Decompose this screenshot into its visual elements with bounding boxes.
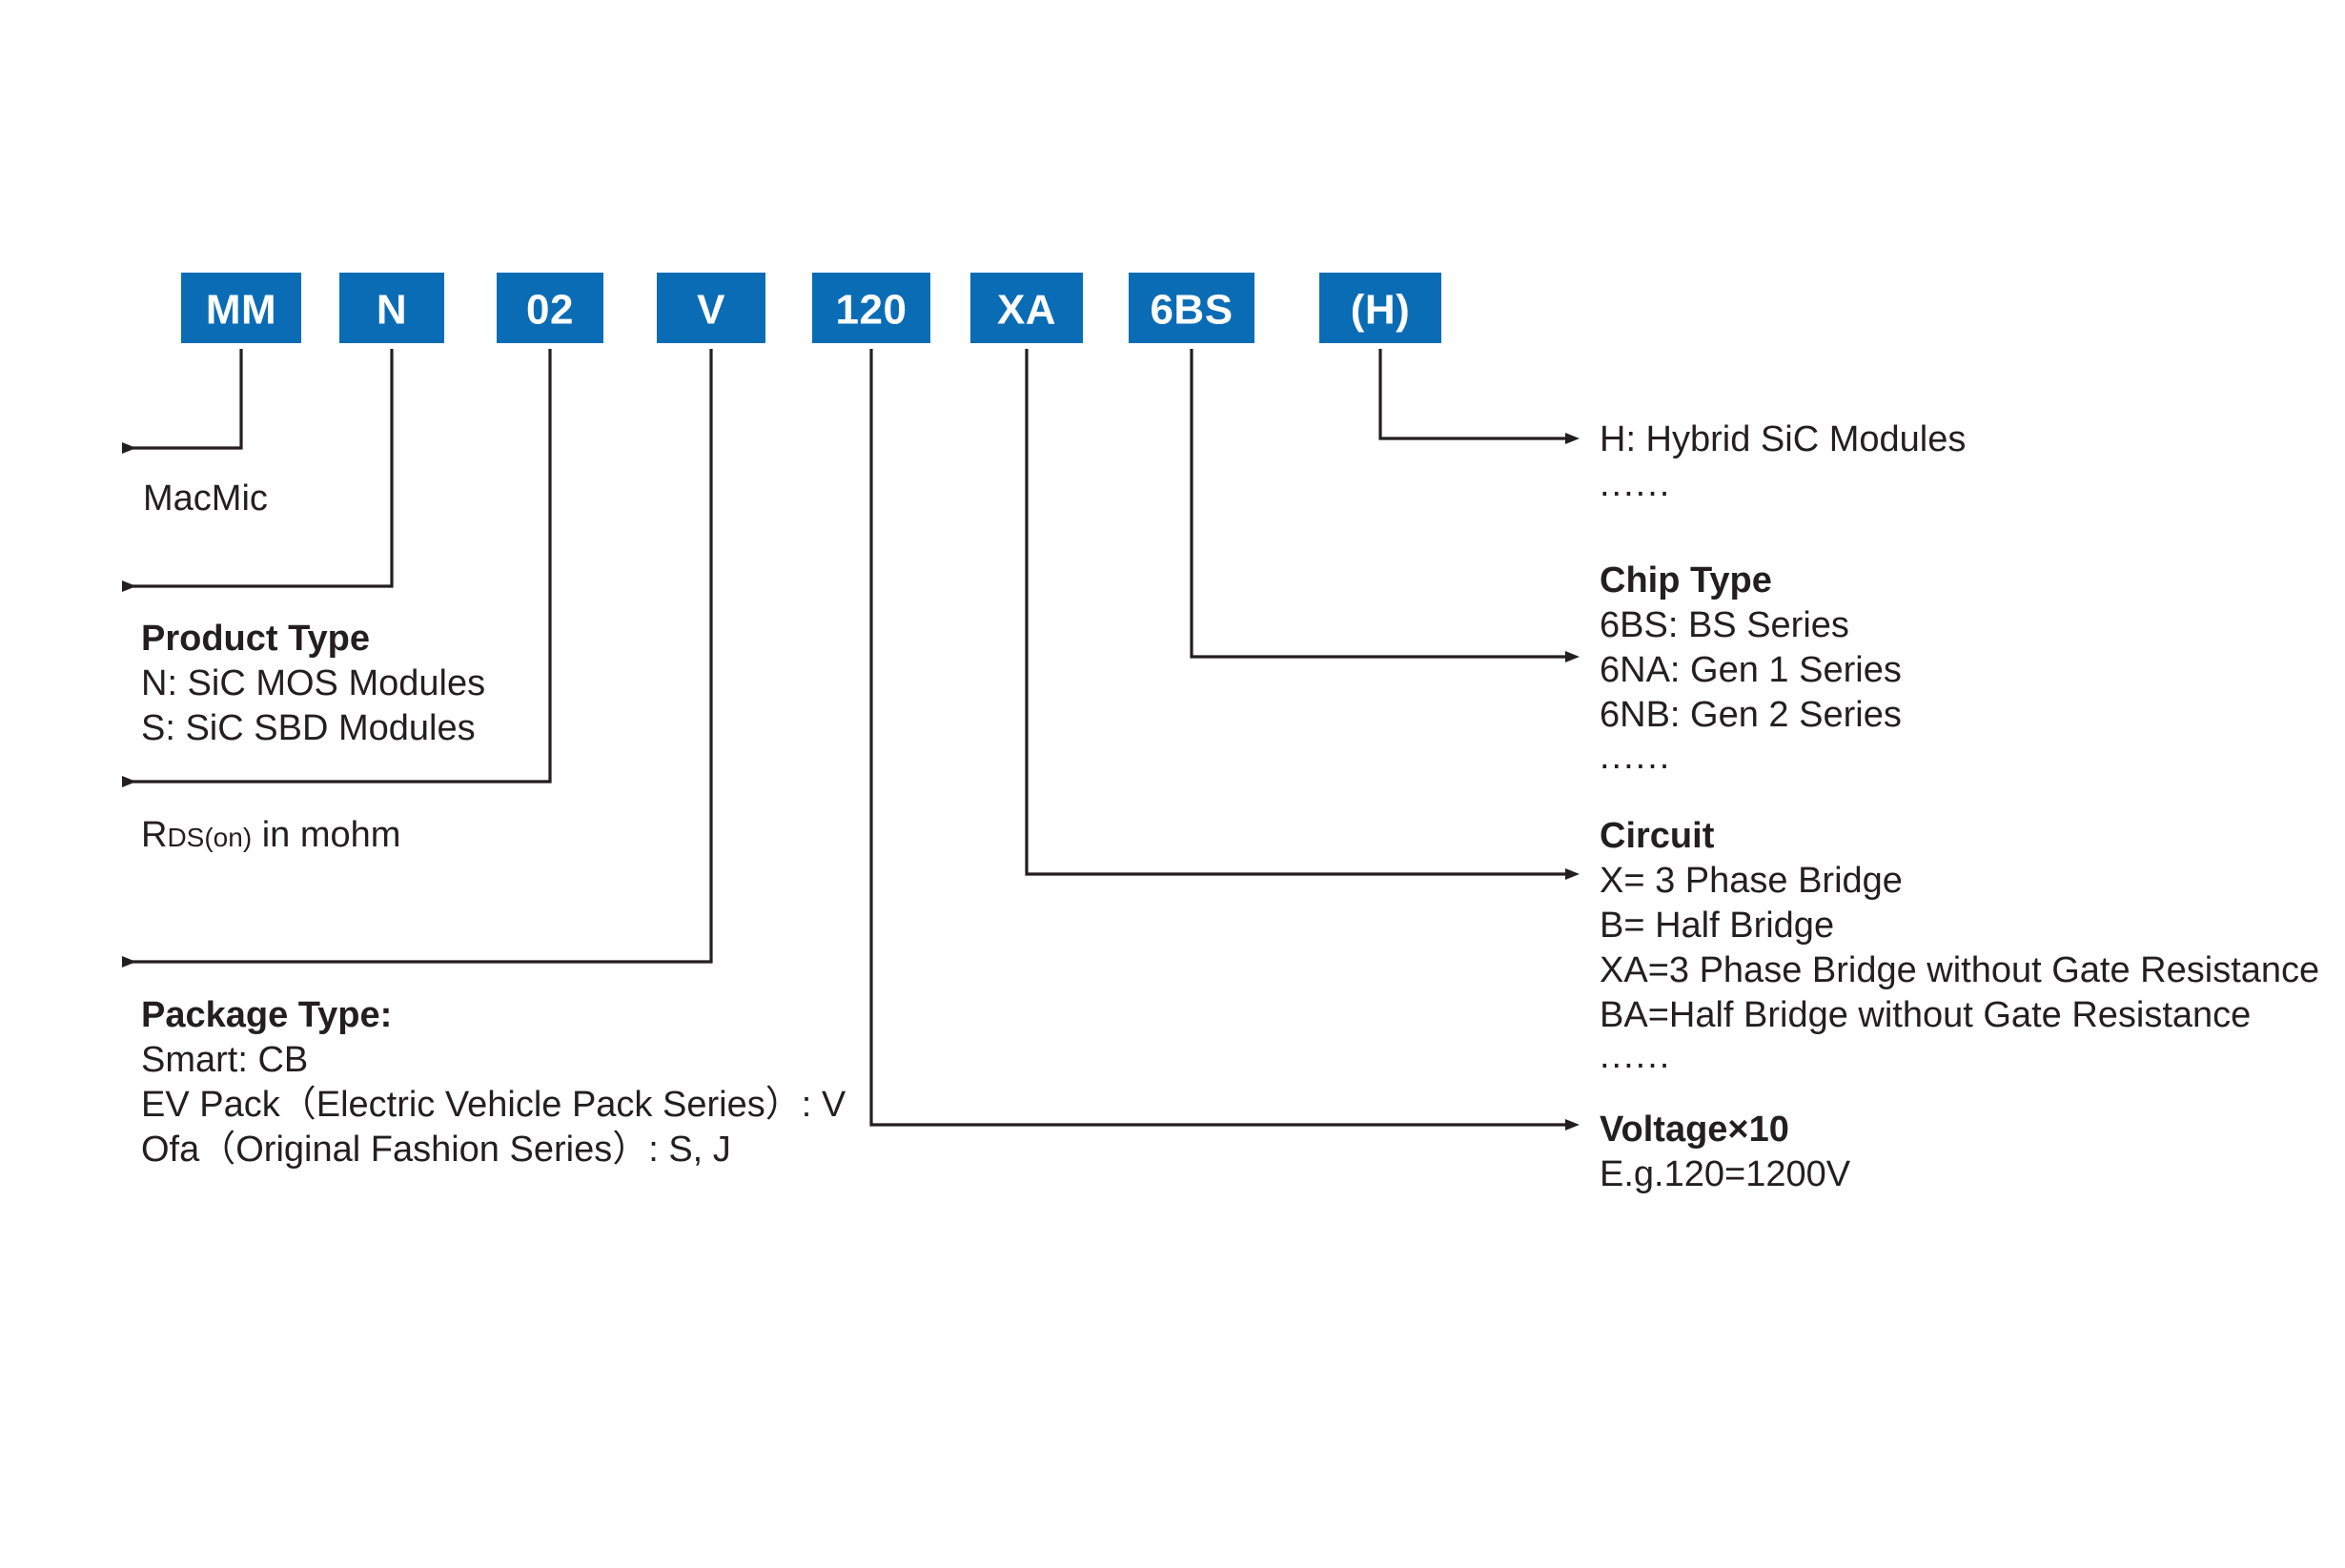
callout-chip-type-ellipsis: ...... (1600, 737, 1671, 777)
code-box-n[interactable]: N (339, 273, 444, 343)
connector-voltage (869, 349, 1580, 1130)
callout-hybrid: H: Hybrid SiC Modules ...... (1600, 419, 1966, 504)
code-box-120[interactable]: 120 (812, 273, 930, 343)
left-connectors (122, 349, 713, 967)
code-box-n-rect (339, 273, 444, 343)
code-box-h[interactable]: (H) (1319, 273, 1441, 343)
rds-suffix: in mohm (252, 815, 400, 855)
code-box-v[interactable]: V (657, 273, 765, 343)
callout-package-type-line-2: EV Pack（Electric Vehicle Pack Series）: V (141, 1085, 846, 1125)
callout-voltage-line-1: E.g.120=1200V (1600, 1154, 1851, 1194)
callout-product-type-line-1: N: SiC MOS Modules (141, 663, 485, 703)
callout-hybrid-line-1: H: Hybrid SiC Modules (1600, 419, 1966, 459)
callout-circuit: Circuit X= 3 Phase Bridge B= Half Bridge… (1600, 816, 2319, 1076)
code-box-6bs[interactable]: 6BS (1129, 273, 1254, 343)
connector-package-type (122, 349, 713, 967)
callout-chip-type-line-1: 6BS: BS Series (1600, 605, 1849, 645)
code-box-row: MM N 02 V 120 XA (181, 273, 1441, 343)
callout-circuit-ellipsis: ...... (1600, 1036, 1671, 1076)
callout-chip-type-heading: Chip Type (1600, 560, 1772, 601)
code-box-h-label: (H) (1351, 287, 1411, 334)
callout-chip-type-line-3: 6NB: Gen 2 Series (1600, 695, 1902, 735)
callout-product-type-heading: Product Type (141, 619, 370, 659)
code-box-n-label: N (377, 287, 407, 334)
callout-chip-type: Chip Type 6BS: BS Series 6NA: Gen 1 Seri… (1600, 560, 1902, 777)
code-box-02-label: 02 (526, 287, 574, 334)
code-box-02-rect (497, 273, 603, 343)
connector-circuit (1025, 349, 1580, 880)
connector-product-type (122, 349, 394, 592)
callout-circuit-line-2: B= Half Bridge (1600, 906, 1834, 946)
callout-rds-on-line-1: RDS(on) in mohm (141, 815, 400, 855)
callout-circuit-line-3: XA=3 Phase Bridge without Gate Resistanc… (1600, 950, 2319, 990)
code-box-mm-rect (181, 273, 301, 343)
code-box-v-rect (657, 273, 765, 343)
callout-product-type-line-2: S: SiC SBD Modules (141, 708, 476, 748)
callout-package-type-line-3: Ofa（Original Fashion Series）: S, J (141, 1130, 731, 1170)
connector-hybrid (1378, 349, 1580, 444)
code-box-mm-label: MM (206, 287, 276, 334)
callout-voltage-heading: Voltage×10 (1600, 1110, 1789, 1150)
rds-subscript: DS(on) (167, 823, 252, 852)
callout-circuit-line-1: X= 3 Phase Bridge (1600, 861, 1903, 901)
code-box-xa[interactable]: XA (970, 273, 1083, 343)
callout-package-type-line-1: Smart: CB (141, 1040, 308, 1080)
code-box-mm[interactable]: MM (181, 273, 301, 343)
code-box-v-label: V (697, 287, 725, 334)
code-box-120-label: 120 (836, 287, 907, 334)
code-box-xa-label: XA (997, 287, 1056, 334)
callout-circuit-heading: Circuit (1600, 816, 1715, 856)
callout-chip-type-line-2: 6NA: Gen 1 Series (1600, 650, 1902, 690)
callout-product-type: Product Type N: SiC MOS Modules S: SiC S… (141, 619, 485, 748)
callout-circuit-line-4: BA=Half Bridge without Gate Resistance (1600, 995, 2251, 1035)
code-box-h-rect (1319, 273, 1441, 343)
connector-chip-type (1190, 349, 1580, 662)
code-box-6bs-rect (1129, 273, 1254, 343)
callout-voltage: Voltage×10 E.g.120=1200V (1600, 1110, 1851, 1194)
callout-hybrid-ellipsis: ...... (1600, 464, 1671, 504)
connector-rds-on (122, 349, 552, 787)
callout-package-type: Package Type: Smart: CB EV Pack（Electric… (141, 995, 846, 1170)
callout-brand: MacMic (143, 479, 268, 519)
code-box-02[interactable]: 02 (497, 273, 603, 343)
rds-prefix: R (141, 815, 167, 855)
right-connectors (869, 349, 1580, 1130)
callout-rds-on: RDS(on) in mohm (141, 815, 400, 855)
callout-package-type-heading: Package Type: (141, 995, 392, 1035)
code-box-xa-rect (970, 273, 1083, 343)
callout-brand-line-1: MacMic (143, 479, 268, 519)
connector-brand (122, 349, 243, 454)
code-box-120-rect (812, 273, 930, 343)
code-box-6bs-label: 6BS (1150, 287, 1233, 334)
